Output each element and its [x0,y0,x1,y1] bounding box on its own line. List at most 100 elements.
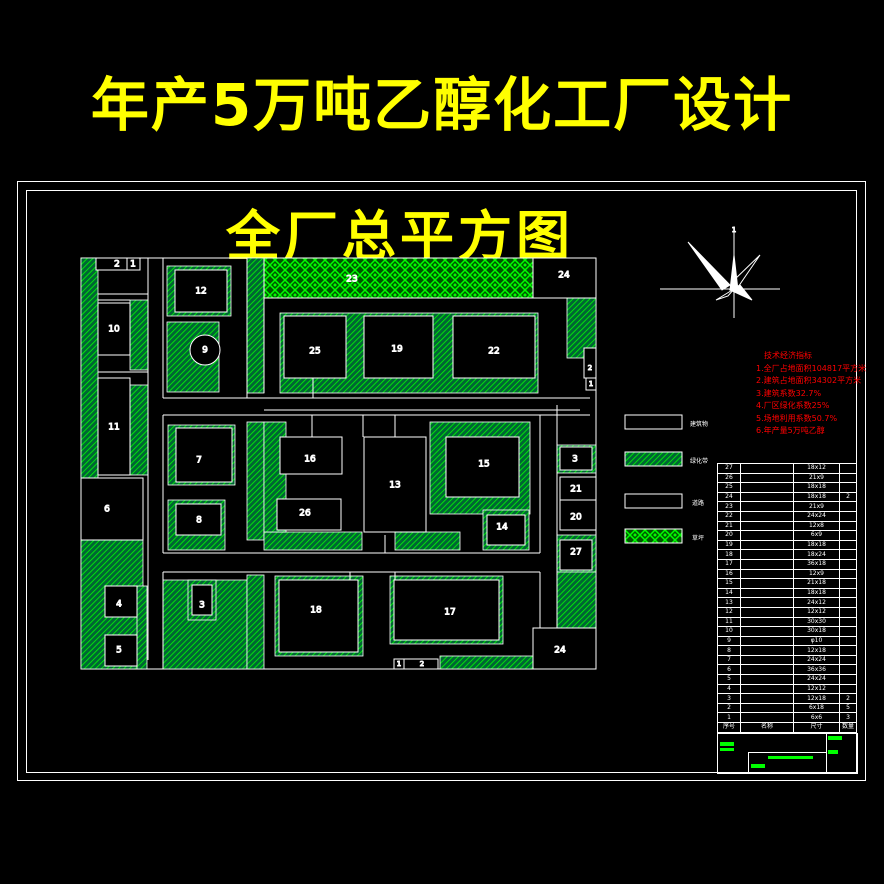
table-cell [839,472,857,484]
svg-text:14: 14 [496,523,508,533]
building-25 [283,315,347,379]
svg-text:24: 24 [558,271,570,281]
table-cell: 3 [717,693,741,704]
table-cell: 21x9 [793,501,840,512]
table-cell: 20 [717,530,741,541]
building-24 [532,257,597,299]
table-cell: 2 [839,491,857,503]
svg-text:1: 1 [130,260,136,270]
table-cell: 14 [717,587,741,599]
table-row: 14 18x18 [717,587,857,599]
table-cell [839,626,857,637]
table-cell [740,482,794,493]
svg-text:26: 26 [299,509,311,519]
table-cell: 21x18 [793,578,840,589]
note-item: 4.厂区绿化系数25% [756,401,830,410]
building-6 [80,477,144,541]
table-cell: 18x18 [793,587,840,599]
legend-label-road: 道路 [692,500,705,507]
table-cell: 27 [717,463,741,474]
table-cell [740,510,794,522]
table-cell [839,587,857,599]
table-cell [740,530,794,541]
svg-text:12: 12 [195,287,206,297]
table-cell: 22 [717,510,741,522]
building-9 [189,334,221,366]
building-19 [363,315,434,379]
table-cell [839,654,857,666]
svg-text:25: 25 [309,347,320,357]
table-cell [839,645,857,656]
table-cell [839,664,857,676]
table-cell [740,520,794,532]
table-cell: 名称 [740,722,794,733]
table-cell [740,702,794,714]
table-cell: 17 [717,558,741,570]
building-15 [445,436,520,498]
note-item: 3.建筑系数32.7% [756,388,822,398]
table-cell: 3 [839,712,857,724]
table-cell: 30x30 [793,616,840,628]
page-title: 年产5万吨乙醇化工厂设计 [90,71,794,139]
table-cell [839,558,857,570]
table-cell [839,683,857,695]
roads [98,258,590,669]
table-cell: 18x18 [793,491,840,503]
area-23: 23 [346,275,357,285]
table-cell [839,568,857,580]
svg-text:8: 8 [196,516,202,526]
svg-text:15: 15 [478,460,489,470]
building-4 [104,585,138,618]
table-cell [839,510,857,522]
building-8 [175,503,222,536]
building-7 [175,427,233,483]
table-cell: 21 [717,520,741,532]
table-cell: 24 [717,491,741,503]
table-row: 23 21x9 [717,501,857,512]
table-cell: 4 [717,683,741,695]
outer-frame [17,181,866,781]
building-26 [276,498,342,531]
table-row: 9 φ10 [717,635,857,647]
svg-text:3: 3 [572,455,578,465]
svg-text:4: 4 [116,600,122,610]
table-cell: 2 [839,693,857,704]
table-cell [740,712,794,724]
svg-text:19: 19 [391,345,403,355]
table-cell [740,683,794,695]
building-13 [363,436,427,533]
table-cell [740,693,794,704]
table-cell [839,520,857,532]
building-1 [126,257,141,271]
table-cell: 21x9 [793,472,840,484]
table-cell: 12x8 [793,520,840,532]
table-cell [740,616,794,628]
table-cell [740,626,794,637]
svg-text:2: 2 [420,660,424,668]
table-row: 21 12x8 [717,520,857,532]
table-cell [740,597,794,608]
building-2 [95,257,128,271]
building-22 [452,315,536,379]
table-cell: 6x6 [793,712,840,724]
table-cell: 12x18 [793,693,840,704]
table-cell: 18x18 [793,539,840,551]
table-cell: φ10 [793,635,840,647]
svg-text:27: 27 [570,548,581,558]
svg-text:7: 7 [196,456,202,466]
table-cell: 23 [717,501,741,512]
table-cell: 10 [717,626,741,637]
table-cell: 9 [717,635,741,647]
